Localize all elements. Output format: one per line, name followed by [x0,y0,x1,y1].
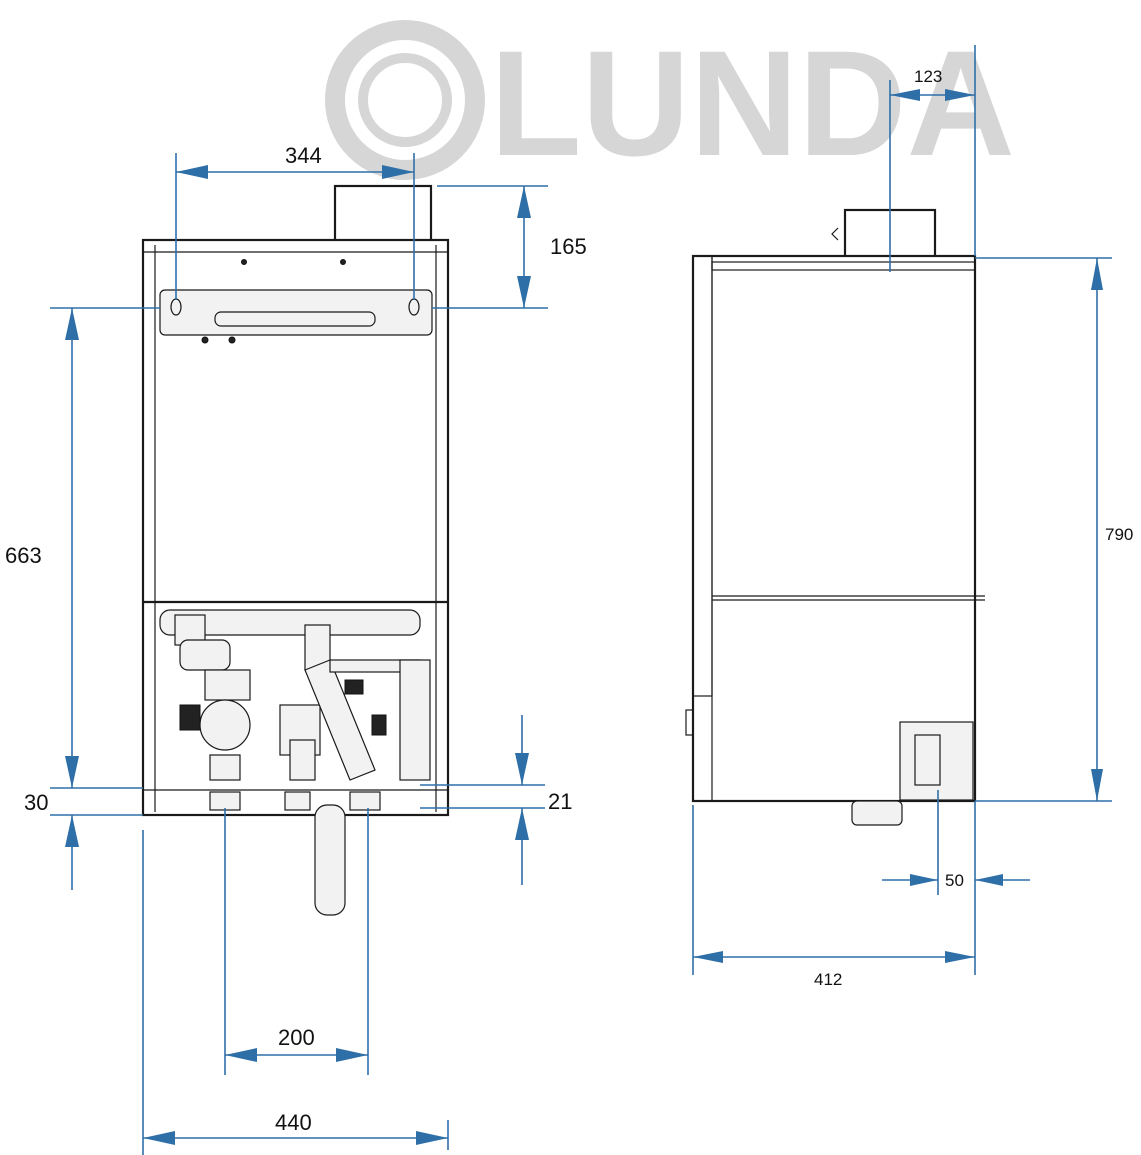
arrow-right [336,1048,368,1062]
side-dimensions: 123 790 50 412 [692,45,1133,989]
dim-790-label: 790 [1105,525,1133,544]
arrow-down [515,753,529,785]
side-drain [851,800,903,826]
logo-text: LUNDA [490,19,1015,187]
side-fittings [399,659,431,781]
dim-440-label: 440 [275,1110,312,1135]
flue-box [333,184,433,250]
logo-ring-outer [325,20,485,180]
pipe-connection [284,791,311,811]
pump-connector [179,704,201,731]
front-dimensions: 344 165 663 30 21 200 [5,143,587,1155]
dim-123-label: 123 [914,67,942,86]
screw [201,336,209,344]
arrow-up [515,808,529,840]
side-door-panel [692,255,713,697]
front-view [141,184,450,916]
dim-412-label: 412 [814,970,842,989]
sensor [344,679,364,695]
arrow-left [693,951,723,963]
arrow-left [143,1131,175,1145]
arrow-up [65,308,79,340]
arrow-right [382,165,414,179]
diagonal-pipe [304,659,376,781]
hydraulic-components [159,609,431,781]
arrow-down [517,276,531,308]
arrow-left [176,165,208,179]
arrow-down [65,756,79,788]
arrow-right [910,874,938,886]
sensor [371,714,387,736]
pipe-connection [209,791,241,811]
arrow-right [945,89,975,101]
arrow-up [517,186,531,218]
arrow-left [975,874,1003,886]
elbow-fitting [179,639,231,671]
screw [340,259,346,265]
fitting [289,739,316,781]
side-cabinet [691,254,977,803]
arrow-left [225,1048,257,1062]
dim-344-label: 344 [285,143,322,168]
circulation-pump [199,699,251,751]
dim-50-label: 50 [945,871,964,890]
dim-21-label: 21 [548,789,572,814]
arrow-up [65,815,79,847]
side-view [685,208,985,826]
pump-head [204,669,251,701]
bracket-slot [214,311,376,327]
arrow-right [945,951,975,963]
lunda-logo: LUNDA [325,19,1015,187]
arrow-up [1091,258,1103,290]
arrow-down [1091,769,1103,801]
arrow-left [890,89,920,101]
dim-30-label: 30 [24,790,48,815]
logo-ring-inner [358,53,452,147]
side-handle [685,709,694,736]
condensate-drain [314,804,346,916]
side-valve [914,734,941,786]
dim-165-label: 165 [550,234,587,259]
pump-outlet [209,754,241,781]
flue-clip [831,227,839,241]
manifold-pipe [159,609,421,636]
screw [241,259,247,265]
pipe-connection [349,791,381,811]
arrow-right [416,1131,448,1145]
dim-663-label: 663 [5,543,42,568]
dim-200-label: 200 [278,1025,315,1050]
screw [228,336,236,344]
